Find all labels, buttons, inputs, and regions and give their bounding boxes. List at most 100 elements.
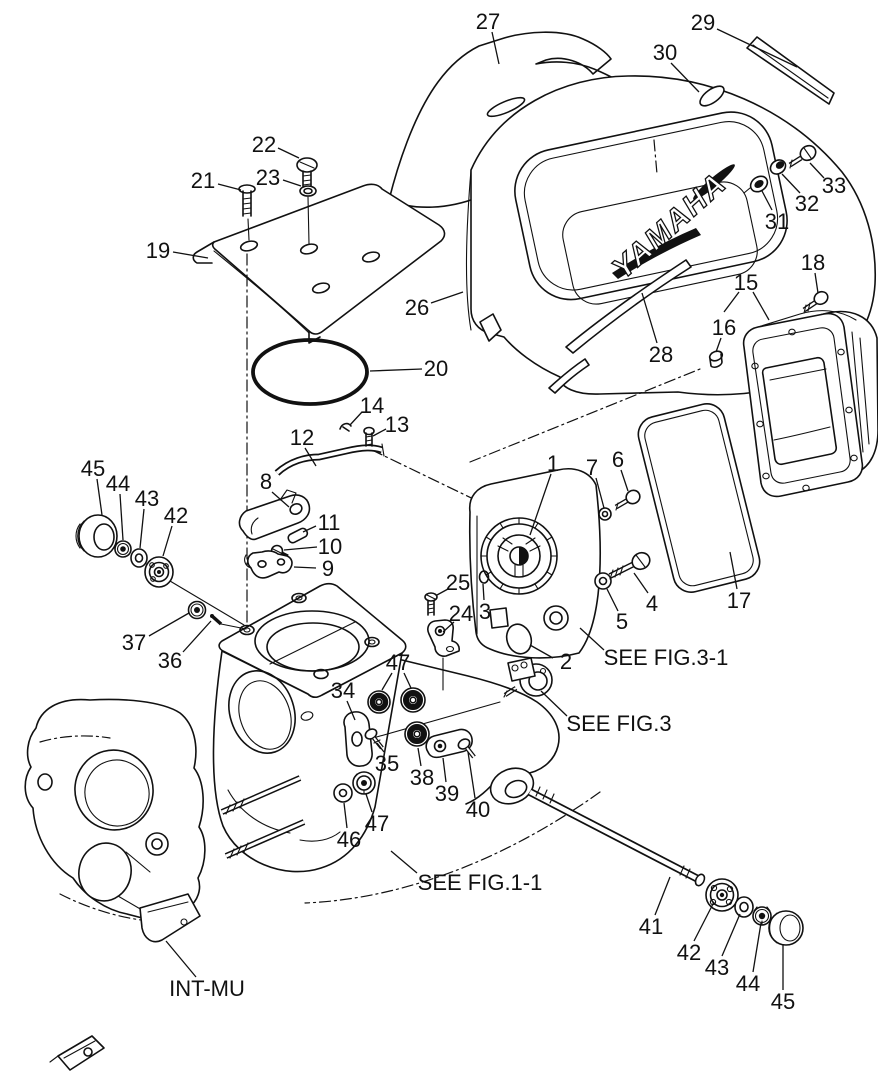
part-callout-3: 3 bbox=[479, 599, 491, 624]
air-silencer-box bbox=[708, 290, 878, 498]
part-callout-47: 47 bbox=[386, 650, 410, 675]
grommet-38 bbox=[404, 721, 430, 747]
leader-line bbox=[529, 473, 552, 536]
part-callout-44: 44 bbox=[106, 471, 130, 496]
bearing-42-right bbox=[705, 878, 739, 912]
part-callout-45: 45 bbox=[81, 456, 105, 481]
footer-symbol bbox=[49, 1035, 105, 1071]
bracket-24-screw-25 bbox=[424, 592, 460, 691]
mounting-studs bbox=[220, 775, 306, 859]
plate-34 bbox=[343, 711, 373, 767]
top-mount-plate bbox=[192, 157, 446, 344]
leader-line bbox=[165, 940, 197, 978]
washer-43-left bbox=[130, 548, 148, 568]
clip-14 bbox=[339, 422, 352, 432]
part-callout-46: 46 bbox=[337, 827, 361, 852]
screw-40 bbox=[457, 738, 476, 759]
leader-line bbox=[172, 251, 209, 259]
stud-nut-and-pin bbox=[187, 600, 247, 630]
leader-line bbox=[654, 876, 671, 916]
lever-8 bbox=[238, 489, 311, 541]
part-callout-45: 45 bbox=[771, 989, 795, 1014]
part-callout-35: 35 bbox=[375, 751, 399, 776]
top-cowling-rear: YAMAHA bbox=[465, 75, 877, 396]
leader-line bbox=[752, 922, 762, 973]
bolt-4 bbox=[608, 551, 651, 580]
pin-11 bbox=[287, 527, 309, 544]
bolt-18 bbox=[802, 290, 829, 314]
bushing-16 bbox=[708, 350, 724, 368]
leader-line bbox=[369, 368, 423, 372]
shaft-bearing-set-right bbox=[705, 878, 804, 946]
grommet-47-upper-left bbox=[367, 690, 391, 714]
cowling-slot bbox=[486, 96, 526, 118]
leader-line bbox=[693, 901, 715, 942]
leader-line bbox=[376, 742, 385, 753]
part-callout-19: 19 bbox=[146, 238, 170, 263]
leader-line bbox=[217, 183, 242, 191]
part-callout-7: 7 bbox=[586, 455, 598, 480]
leader-line bbox=[579, 627, 605, 651]
part-callout-24: 24 bbox=[449, 601, 473, 626]
leader-line bbox=[595, 477, 605, 509]
leader-line bbox=[482, 583, 485, 601]
part-callout-16: 16 bbox=[712, 315, 736, 340]
side-stripe-28 bbox=[565, 259, 692, 354]
screw-13 bbox=[363, 426, 375, 447]
part-callout-42: 42 bbox=[164, 503, 188, 528]
bolt-6 bbox=[614, 489, 641, 511]
part-callout-9: 9 bbox=[322, 556, 334, 581]
washer-23 bbox=[299, 185, 317, 197]
washer-43-right bbox=[734, 896, 754, 918]
bolt-21 bbox=[238, 184, 256, 217]
leader-line bbox=[271, 491, 290, 508]
leader-line bbox=[436, 588, 449, 596]
o-ring-3 bbox=[478, 570, 490, 584]
leader-line bbox=[162, 525, 173, 557]
part-callout-5: 5 bbox=[616, 609, 628, 634]
part-callout-12: 12 bbox=[290, 425, 314, 450]
part-callout-27: 27 bbox=[476, 9, 500, 34]
part-callout-34: 34 bbox=[331, 678, 355, 703]
part-callout-31: 31 bbox=[765, 209, 789, 234]
leader-line bbox=[283, 546, 318, 551]
washer-46 bbox=[333, 783, 353, 803]
leader-line bbox=[148, 612, 190, 637]
part-callout-18: 18 bbox=[801, 250, 825, 275]
emblem-30 bbox=[699, 85, 725, 107]
leader-line bbox=[430, 291, 464, 304]
mount-hardware bbox=[333, 687, 476, 803]
leader-line bbox=[670, 62, 700, 93]
washer-7 bbox=[598, 507, 612, 521]
cap-45-left bbox=[75, 514, 118, 558]
part-callout-4: 4 bbox=[646, 591, 658, 616]
part-callout-37: 37 bbox=[122, 630, 146, 655]
leader-line bbox=[715, 337, 722, 353]
part-callout-33: 33 bbox=[822, 173, 846, 198]
intake-cover-int-mu bbox=[24, 698, 206, 943]
part-callout-15: 15 bbox=[734, 270, 758, 295]
part-callout-17: 17 bbox=[727, 588, 751, 613]
leader-line bbox=[403, 672, 412, 689]
decal-strip-29 bbox=[746, 36, 835, 105]
part-callout-21: 21 bbox=[191, 168, 215, 193]
leader-line bbox=[349, 411, 363, 426]
part-callout-29: 29 bbox=[691, 10, 715, 35]
screw-25 bbox=[424, 592, 438, 616]
side-opening bbox=[228, 670, 296, 754]
part-callout-20: 20 bbox=[424, 356, 448, 381]
leader-line bbox=[491, 31, 500, 65]
link-39 bbox=[425, 728, 473, 759]
leader-line bbox=[302, 525, 317, 533]
leader-line bbox=[96, 478, 103, 516]
fig3-1-assembly bbox=[468, 468, 651, 659]
screw-35 bbox=[364, 728, 384, 750]
part-callout-26: 26 bbox=[405, 295, 429, 320]
leader-line bbox=[540, 690, 568, 717]
washer-5 bbox=[594, 572, 612, 590]
callout-leader-lines bbox=[96, 28, 825, 990]
cap-2 bbox=[505, 623, 533, 655]
leader-line bbox=[814, 272, 819, 294]
leader-line bbox=[119, 493, 124, 541]
